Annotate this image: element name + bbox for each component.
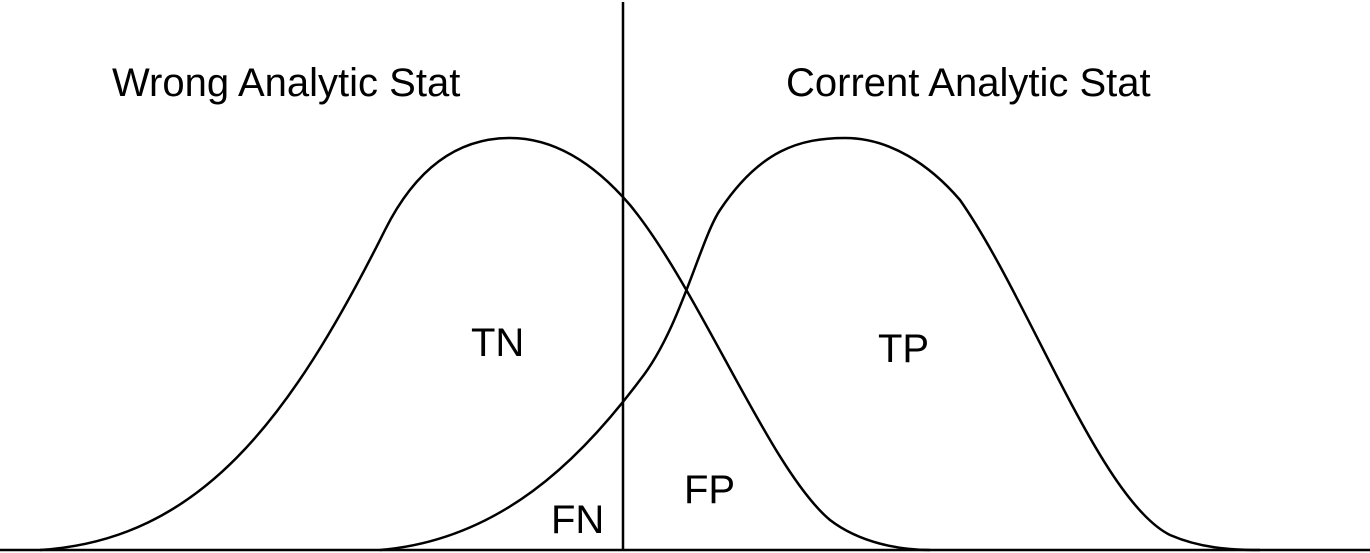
positive-distribution-curve	[379, 136, 1261, 552]
negative-distribution-curve	[39, 136, 931, 552]
fn-label: FN	[551, 498, 604, 542]
fp-label: FP	[684, 468, 735, 512]
right-title: Corrent Analytic Stat	[786, 61, 1151, 105]
left-title: Wrong Analytic Stat	[112, 61, 460, 105]
tn-label: TN	[471, 321, 524, 365]
tp-label: TP	[878, 327, 929, 371]
